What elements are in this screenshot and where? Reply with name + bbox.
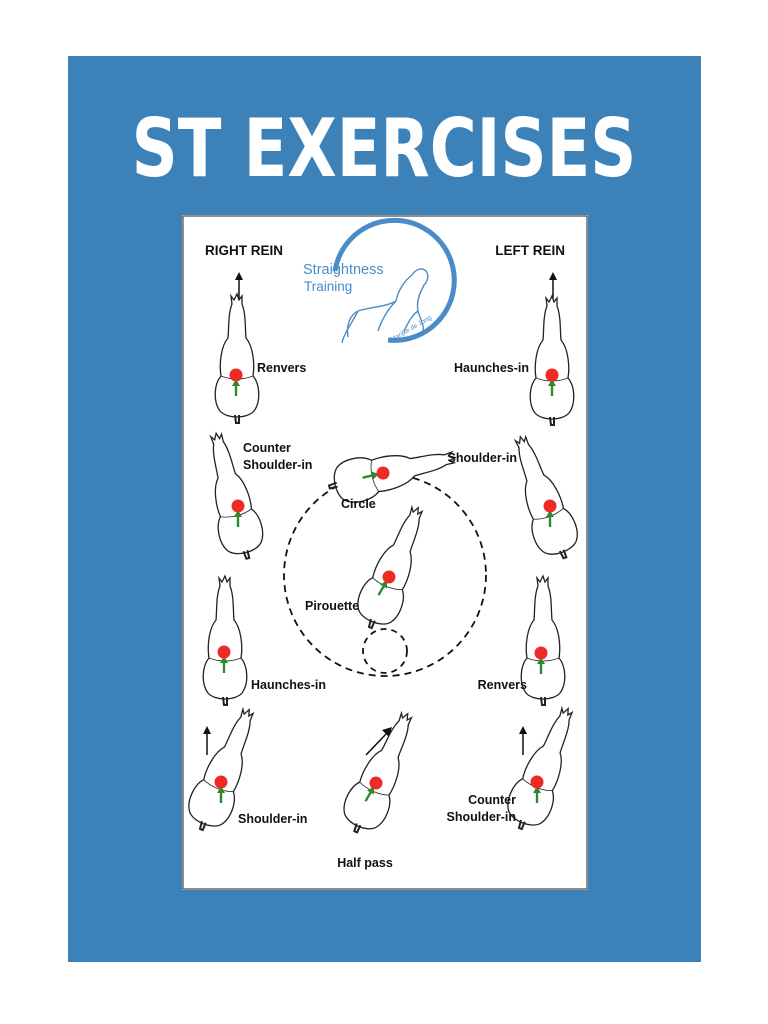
label-counter-right-2: Shoulder-in <box>446 810 516 824</box>
horse-pirouette <box>348 498 440 637</box>
horse-half-pass <box>334 703 429 842</box>
label-renvers-right: Renvers <box>477 678 527 692</box>
rearing-horse-logo-icon <box>332 217 457 344</box>
horse-renvers-top <box>214 293 260 424</box>
horse-renvers-right <box>520 575 566 706</box>
left-rein-header: LEFT REIN <box>495 243 565 258</box>
logo-text-training: Training <box>304 279 353 294</box>
label-circle: Circle <box>341 497 376 511</box>
diagram-drawing <box>182 215 588 890</box>
pirouette-path <box>362 628 408 674</box>
label-pirouette: Pirouette <box>305 599 360 613</box>
exercise-diagram: Straightness Training Marijke de Jong RI… <box>182 215 588 890</box>
page-title: ST EXERCISES <box>131 102 637 195</box>
circle-path <box>283 473 487 677</box>
label-renvers-top: Renvers <box>257 361 307 375</box>
right-rein-header: RIGHT REIN <box>205 243 284 258</box>
label-haunches-in-left: Haunches-in <box>251 678 327 692</box>
label-counter-right-1: Counter <box>468 793 516 807</box>
up-arrow-icon <box>519 726 527 755</box>
label-counter-left-2: Shoulder-in <box>243 458 313 472</box>
label-shoulder-in-bottom: Shoulder-in <box>238 812 308 826</box>
horse-haunches-in-left <box>202 575 248 706</box>
label-shoulder-in-right: Shoulder-in <box>447 451 517 465</box>
logo-text-straightness: Straightness <box>303 262 384 278</box>
label-haunches-in-top: Haunches-in <box>453 361 529 375</box>
label-half-pass: Half pass <box>337 856 393 870</box>
label-counter-left-1: Counter <box>243 441 291 455</box>
diagram-frame <box>182 215 588 890</box>
horse-haunches-in-top <box>529 295 575 426</box>
up-arrow-icon <box>203 726 211 755</box>
